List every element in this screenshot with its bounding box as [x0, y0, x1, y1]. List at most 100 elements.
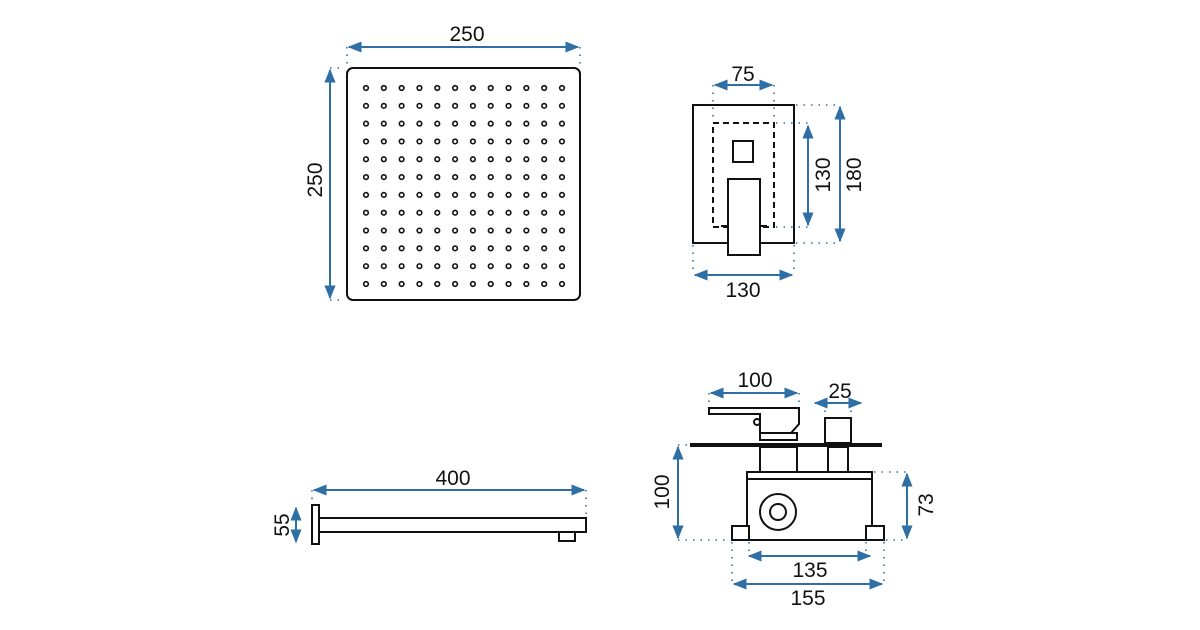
nozzle — [398, 227, 405, 234]
nozzle — [362, 191, 370, 199]
nozzle — [558, 209, 566, 216]
nozzle — [523, 191, 530, 199]
nozzle — [416, 227, 423, 234]
nozzle — [505, 263, 512, 270]
width-label: 250 — [449, 23, 484, 46]
nozzle — [416, 245, 423, 252]
nozzle — [434, 173, 441, 181]
nozzle — [434, 102, 441, 109]
outer-height-label: 180 — [843, 157, 866, 192]
nozzle — [416, 120, 423, 127]
diverter-knob-side — [824, 417, 852, 444]
nozzle — [487, 138, 494, 145]
nozzle — [469, 263, 477, 270]
nozzle — [362, 120, 370, 127]
nozzle — [416, 280, 423, 288]
mixer-handle — [727, 178, 761, 256]
nozzle — [451, 102, 459, 109]
nozzle — [398, 191, 405, 199]
nozzle — [469, 227, 477, 234]
nozzle — [451, 84, 459, 92]
nozzle — [398, 209, 405, 216]
nozzle — [541, 280, 548, 288]
nozzle — [541, 191, 548, 199]
nozzle — [487, 156, 494, 163]
nozzle — [505, 102, 512, 109]
knob-width-label: 25 — [828, 380, 851, 403]
nozzle — [416, 173, 423, 181]
nozzle — [505, 227, 512, 234]
outer-width-label: 130 — [725, 279, 760, 302]
nozzle — [558, 263, 566, 270]
arm-tube — [318, 517, 587, 533]
nozzle — [451, 227, 459, 234]
nozzle — [541, 156, 548, 163]
nozzle — [558, 156, 566, 163]
nozzle — [541, 245, 548, 252]
nozzle — [398, 280, 405, 288]
nozzle — [523, 209, 530, 216]
outlet-port-inner — [769, 503, 787, 521]
lever-pivot — [753, 418, 761, 426]
nozzle — [380, 280, 387, 288]
nozzle — [434, 263, 441, 270]
nozzle — [362, 263, 370, 270]
nozzle — [434, 120, 441, 127]
nozzle — [398, 263, 405, 270]
nozzle — [451, 138, 459, 145]
valve-front-view: 75 130 180 130 — [692, 63, 866, 302]
nozzle — [362, 209, 370, 216]
valve-side-view: 100 25 100 73 135 155 — [651, 369, 938, 610]
nozzle — [469, 173, 477, 181]
nozzle — [558, 191, 566, 199]
nozzle — [362, 280, 370, 288]
nozzle — [558, 102, 566, 109]
nozzle — [398, 173, 405, 181]
nozzle — [558, 245, 566, 252]
nozzle — [505, 156, 512, 163]
nozzle — [416, 102, 423, 109]
diverter-knob — [732, 140, 754, 163]
nozzle — [416, 191, 423, 199]
nozzle — [469, 191, 477, 199]
nozzle — [451, 263, 459, 270]
handle-length-label: 100 — [737, 369, 772, 392]
shower-arm-view: 400 55 — [271, 467, 587, 545]
nozzle — [541, 102, 548, 109]
nozzle — [380, 173, 387, 181]
nozzle — [558, 227, 566, 234]
wall-flange — [311, 504, 320, 545]
nozzle — [469, 102, 477, 109]
nozzle — [541, 209, 548, 216]
nozzle — [523, 138, 530, 145]
nozzle — [558, 84, 566, 92]
nozzle — [541, 173, 548, 181]
nozzle — [434, 84, 441, 92]
inner-width-label: 75 — [731, 63, 754, 86]
shower-head-outline — [346, 67, 581, 301]
nozzle — [505, 209, 512, 216]
nozzle — [416, 156, 423, 163]
handle-collar — [759, 432, 798, 441]
nozzle — [505, 245, 512, 252]
nozzle — [469, 280, 477, 288]
wall-plate — [690, 443, 882, 447]
nozzle — [505, 84, 512, 92]
nozzle — [416, 209, 423, 216]
nozzle — [398, 102, 405, 109]
nozzle — [541, 120, 548, 127]
nozzle — [362, 102, 370, 109]
nozzle — [398, 245, 405, 252]
nozzle — [380, 138, 387, 145]
nozzle — [398, 84, 405, 92]
nozzle — [434, 280, 441, 288]
nozzle — [398, 120, 405, 127]
box-height-label: 73 — [915, 493, 938, 516]
mixer-stem — [759, 446, 798, 473]
nozzle — [398, 156, 405, 163]
nozzle — [362, 138, 370, 145]
nozzle — [558, 138, 566, 145]
nozzle — [523, 280, 530, 288]
nozzle — [362, 156, 370, 163]
